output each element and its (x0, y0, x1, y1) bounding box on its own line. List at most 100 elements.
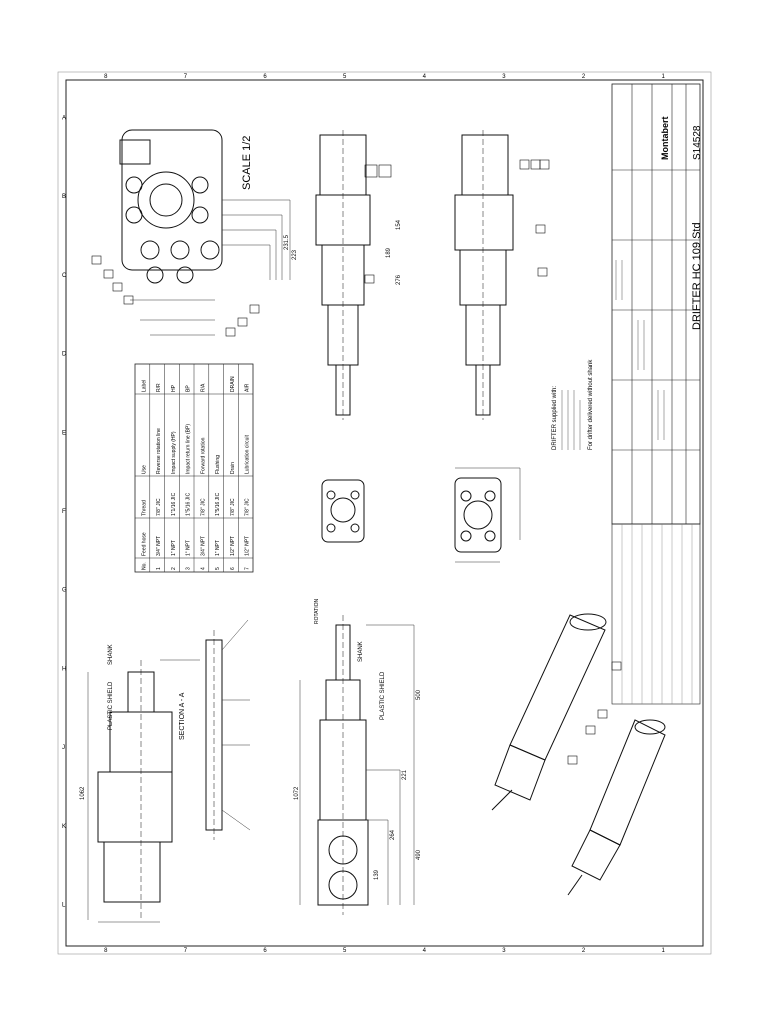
isometric-view-1 (491, 613, 622, 811)
grid-label: 4 (423, 948, 427, 954)
grid-label: 1 (662, 948, 666, 954)
grid-label: E (62, 430, 66, 436)
side-view-1 (315, 130, 392, 420)
rotation-label: ROTATION (314, 599, 320, 624)
grid-label: G (62, 588, 67, 594)
table-cell: 1/2" NPT (245, 536, 251, 556)
dim-139: 139 (374, 869, 380, 880)
dim-276: 276 (396, 274, 402, 285)
table-cell: Forward rotation (200, 437, 206, 474)
dim-154: 154 (396, 219, 402, 230)
table-cell: 4 (200, 567, 206, 570)
dim-223: 223 (292, 249, 298, 260)
table-cell: Flushing (215, 455, 221, 474)
grid-label: C (62, 273, 67, 279)
table-cell: 1" NPT (215, 540, 221, 556)
scale-label: SCALE 1/2 (241, 136, 253, 190)
table-header: Use (141, 465, 147, 474)
table-cell: Reverse rotation line (156, 428, 162, 474)
cover-label-left: PLASTIC SHIELD (108, 681, 114, 730)
supply-list (561, 390, 581, 450)
grid-label: 7 (184, 74, 188, 80)
table-cell: 5 (215, 567, 221, 570)
drawing-frame (65, 79, 704, 947)
table-cell: 7 (245, 567, 251, 570)
dim-490: 490 (416, 849, 422, 860)
table-cell: 1" NPT (171, 540, 177, 556)
grid-label: 3 (502, 74, 506, 80)
table-cell: R/R (156, 383, 162, 392)
grid-label: 5 (343, 74, 347, 80)
grid-label: 1 (662, 74, 666, 80)
table-cell: 6 (230, 567, 236, 570)
table-cell: 7/8" JIC (230, 498, 236, 516)
grid-label: A (62, 115, 66, 121)
table-cell: Drain (230, 462, 236, 474)
dim-1062: 1062 (80, 786, 86, 800)
table-cell: AIR (245, 383, 251, 392)
grid-label: J (62, 745, 65, 751)
drawing-number: S14528 (692, 125, 703, 160)
table-cell: 3 (186, 567, 192, 570)
dim-1072: 1072 (294, 786, 300, 800)
table-cell: 7/8" JIC (200, 498, 206, 516)
table-cell: R/A (200, 383, 206, 392)
table-cell: HP (171, 384, 177, 392)
dimension-labels: 223 231.5 154 276 1062 1072 500 221 264 … (80, 219, 422, 880)
table-header: No. (141, 562, 147, 570)
front-view-small (321, 479, 365, 543)
table-cell: Lubrication circuit (245, 434, 251, 474)
table-cell: DRAIN (230, 376, 236, 392)
grid-label: 3 (502, 948, 506, 954)
side-view-2 (454, 130, 550, 420)
isometric-view-2 (567, 719, 666, 896)
table-cell: 1"1/16 JIC (171, 492, 177, 516)
table-cell: Impact supply (HP) (171, 431, 177, 474)
grid-label: B (62, 194, 66, 200)
table-cell: 1" NPT (186, 540, 192, 556)
side-view-bottom-left (87, 659, 200, 923)
shank-label-center: SHANK (358, 641, 364, 662)
section-a-a (205, 619, 251, 840)
front-view-dimensioned (454, 467, 521, 563)
table-header: Label (141, 380, 147, 392)
drawing-title: DRIFTER HC 109 Std (691, 222, 703, 330)
table-header: Thread (141, 500, 147, 516)
grid-label: H (62, 667, 66, 673)
table-cell: 1"5/16 JIC (215, 492, 221, 516)
supply-note: For drifter delivered without shank (588, 359, 594, 450)
grid-label: K (62, 824, 66, 830)
dim-221: 221 (402, 769, 408, 780)
table-cell: 3/4" NPT (156, 536, 162, 556)
table-header: Feed hose (141, 532, 147, 556)
mass-label: DRIFTER supplied with: (552, 386, 558, 450)
grid-label: 8 (104, 948, 108, 954)
dim-189: 189 (386, 247, 392, 258)
grid-label: 5 (343, 948, 347, 954)
section-label: SECTION A - A (179, 692, 186, 740)
side-view-bottom-center (299, 615, 415, 915)
grid-label: 6 (263, 74, 267, 80)
grid-label: 7 (184, 948, 188, 954)
cover-label-center: PLASTIC SHIELD (380, 671, 386, 720)
brand-logo: Montabert (660, 117, 670, 161)
grid-label: 6 (263, 948, 267, 954)
table-cell: BP (186, 385, 192, 392)
rear-end-view (91, 129, 291, 337)
grid-label: 2 (582, 74, 586, 80)
grid-label: 8 (104, 74, 108, 80)
table-cell: 1"5/16 JIC (186, 492, 192, 516)
grid-label: 2 (582, 948, 586, 954)
table-cell: 7/8" JIC (245, 498, 251, 516)
table-cell: 7/8" JIC (156, 498, 162, 516)
title-block: DRIFTER HC 109 Std S14528 Montabert (611, 83, 703, 525)
grid-label: D (62, 352, 67, 358)
outer-border (57, 71, 712, 955)
dim-264: 264 (390, 829, 396, 840)
grid-labels-bottom: 8 7 6 5 4 3 2 1 (104, 948, 665, 954)
table-cell: 3/4" NPT (200, 536, 206, 556)
